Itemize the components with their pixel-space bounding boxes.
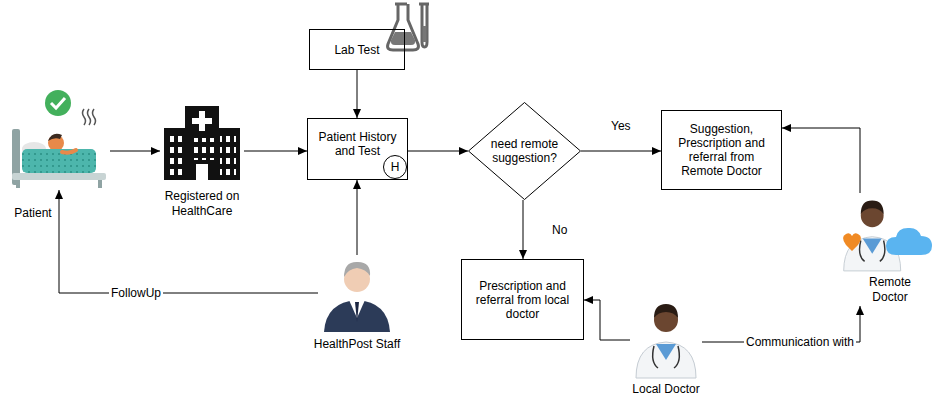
flow-connector: [357, 180, 358, 255]
edge-label: Yes: [609, 119, 633, 133]
flow-connector: [581, 151, 661, 152]
marker-circle: H: [383, 155, 407, 179]
decision-diamond: need remote suggestion?: [468, 102, 581, 200]
node-label: Lab Test: [334, 43, 379, 57]
flow-connector: [244, 151, 307, 152]
flow-connector: [782, 128, 860, 193]
actor-node: HealthPost Staff: [318, 255, 396, 332]
actor-node: Remote Doctor: [830, 193, 934, 306]
patient-in-bed-icon: [8, 85, 110, 190]
staff-icon: [318, 255, 396, 332]
actor-label: Remote Doctor: [860, 275, 920, 305]
hospital-icon: [160, 102, 244, 182]
node-label: Prescription and referral from local doc…: [469, 279, 576, 321]
edge-label: FollowUp: [109, 286, 163, 300]
remote-doctor-icon: [830, 193, 934, 306]
text-wrap: H: [391, 160, 400, 174]
flow-connector: [523, 200, 524, 259]
node-label: Suggestion, Prescription and referral fr…: [669, 122, 774, 178]
actor-node: Registered on HealthCare: [160, 102, 244, 182]
node-label: H: [391, 160, 400, 174]
edge-label: Communication with: [744, 335, 856, 349]
actor-label: Registered on HealthCare: [152, 189, 252, 219]
flow-connector: [357, 70, 358, 118]
process-box: Patient History and TestH: [307, 118, 408, 180]
text-wrap: Prescription and referral from local doc…: [469, 279, 576, 321]
text-wrap: Lab Test: [334, 43, 379, 57]
actor-label: Patient: [8, 206, 58, 221]
flow-connector: [408, 151, 468, 152]
text-wrap: Suggestion, Prescription and referral fr…: [669, 122, 774, 178]
text-wrap: need remote suggestion?: [491, 137, 559, 165]
flow-connector: [584, 300, 630, 340]
doctor-icon: [630, 296, 702, 378]
node-label: Patient History and Test: [315, 130, 400, 158]
process-box: Suggestion, Prescription and referral fr…: [661, 110, 782, 190]
edge-label: No: [550, 223, 569, 237]
actor-label: HealthPost Staff: [297, 337, 417, 352]
actor-label: Local Doctor: [616, 382, 716, 397]
flow-connector: [110, 151, 160, 152]
actor-node: Local Doctor: [630, 296, 702, 378]
flow-connector: [59, 190, 318, 293]
diamond-outline: [469, 103, 581, 200]
actor-node: Patient: [8, 85, 110, 190]
node-label: need remote suggestion?: [491, 137, 559, 165]
flask-icon: [385, 0, 433, 52]
process-box: Lab Test: [309, 29, 405, 70]
text-wrap: Patient History and Test: [315, 130, 400, 158]
process-box: Prescription and referral from local doc…: [461, 259, 584, 340]
